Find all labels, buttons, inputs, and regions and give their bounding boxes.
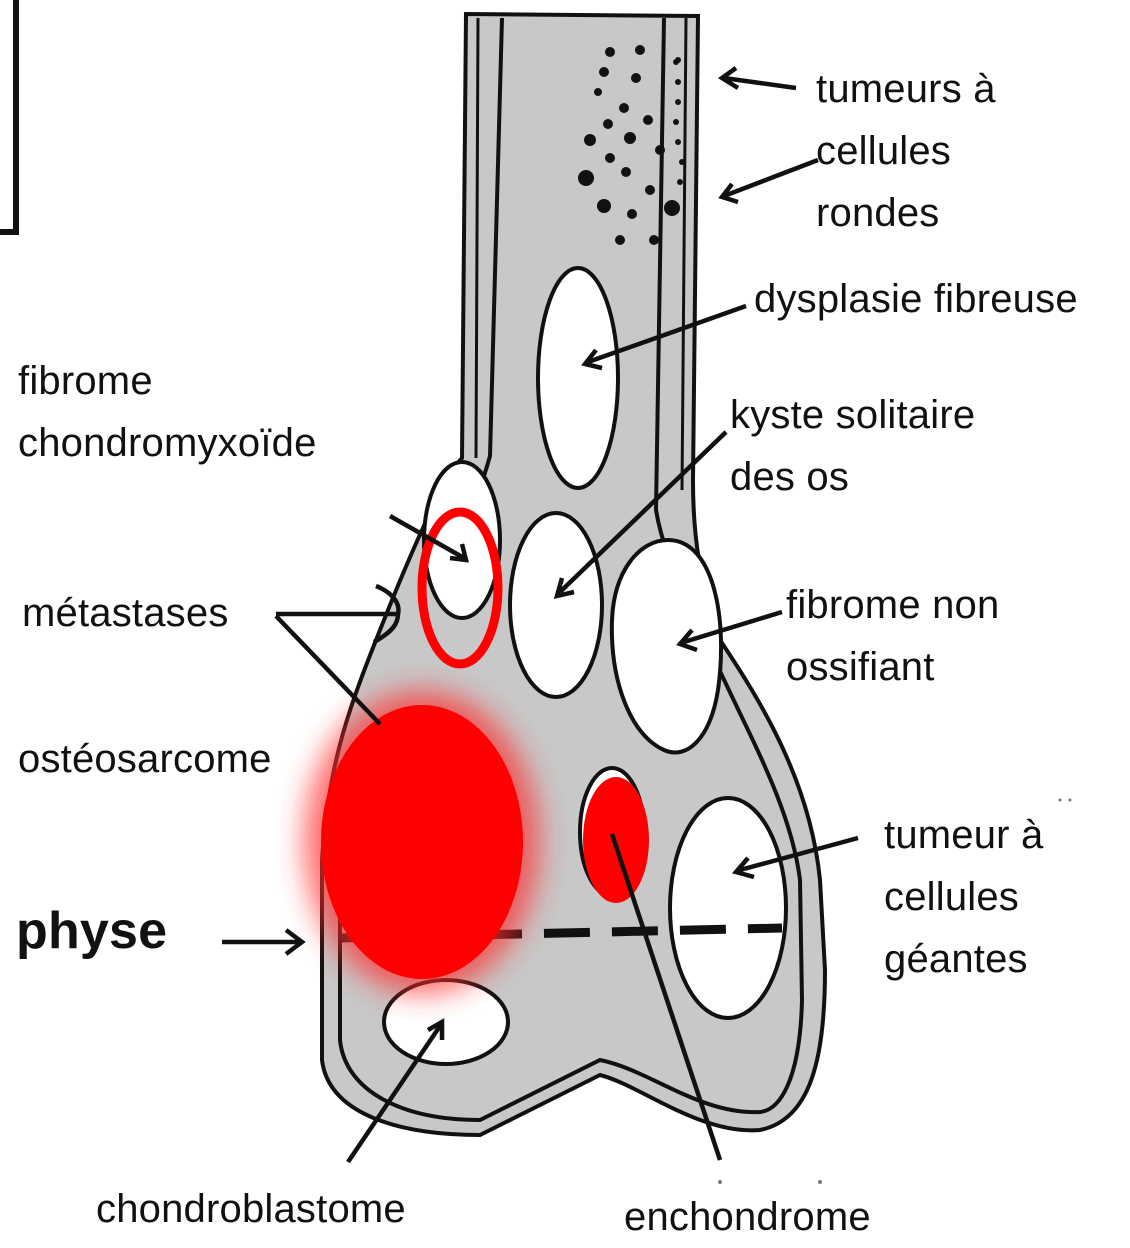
giant-cell-tumor-lesion — [670, 798, 786, 1018]
label-non-ossifying-fibroma: fibrome non ossifiant — [786, 574, 999, 698]
arrow-round-cell-lower — [724, 160, 818, 196]
label-enchondroma: enchondrome — [624, 1186, 871, 1248]
fibrous-dysplasia-lesion — [538, 268, 618, 488]
label-solitary-bone-cyst: kyste solitaire des os — [730, 384, 975, 508]
frame-fragment — [0, 0, 16, 232]
cortex-line — [476, 18, 478, 458]
chondroblastoma-lesion — [384, 980, 508, 1064]
label-physis: physe — [16, 900, 167, 962]
label-round-cell-tumors: tumeurs à cellules rondes — [816, 58, 996, 244]
label-giant-cell-tumor: tumeur à cellules géantes — [884, 804, 1043, 990]
label-metastases: métastases — [22, 582, 229, 644]
label-fibrous-dysplasia: dysplasie fibreuse — [754, 268, 1078, 330]
label-osteosarcoma: ostéosarcome — [18, 728, 272, 790]
osteosarcoma-lesion — [321, 705, 523, 979]
solitary-bone-cyst-lesion — [510, 513, 602, 697]
label-chondroblastoma: chondroblastome — [96, 1178, 406, 1240]
label-chondromyxoid-fibroma: fibrome chondromyxoïde — [18, 350, 317, 474]
